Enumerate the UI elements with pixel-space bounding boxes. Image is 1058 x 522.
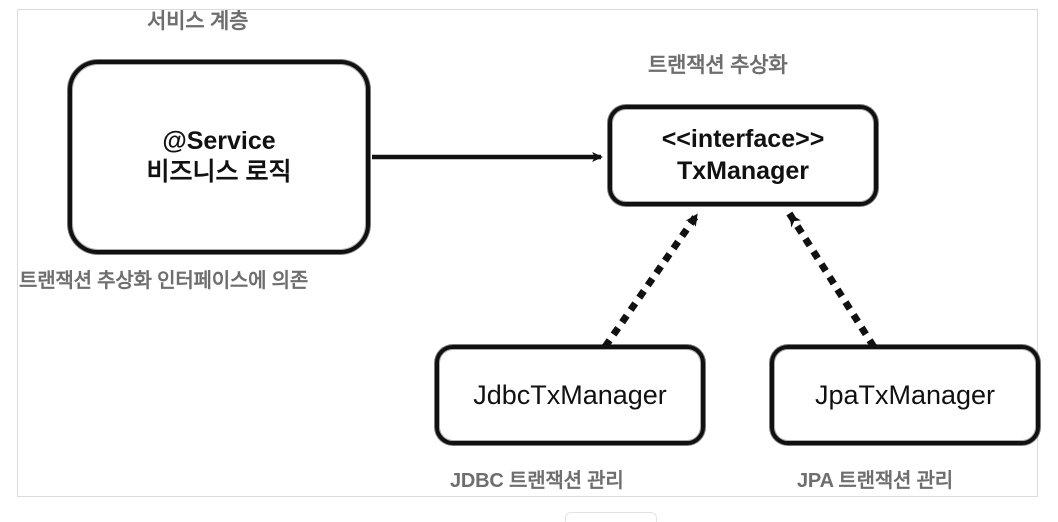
node-tx-manager: <<interface>> TxManager bbox=[608, 105, 878, 206]
node-jpa-tx-manager: JpaTxManager bbox=[770, 345, 1040, 445]
caption-transaction-abstraction: 트랜잭션 추상화 bbox=[648, 54, 788, 77]
node-service: @Service 비즈니스 로직 bbox=[68, 60, 370, 254]
clipped-shape-below-frame bbox=[565, 512, 657, 522]
caption-jdbc-transaction-management: JDBC 트랜잭션 관리 bbox=[450, 470, 624, 492]
node-service-description: 비즈니스 로직 bbox=[146, 158, 292, 186]
caption-service-layer: 서비스 계층 bbox=[147, 10, 249, 33]
node-jpa-tx-manager-name: JpaTxManager bbox=[814, 379, 996, 410]
node-jdbc-tx-manager-name: JdbcTxManager bbox=[473, 379, 667, 410]
caption-jpa-transaction-management: JPA 트랜잭션 관리 bbox=[797, 470, 953, 492]
node-tx-manager-name: TxManager bbox=[677, 156, 809, 185]
caption-depends-on-interface: 트랜잭션 추상화 인터페이스에 의존 bbox=[19, 270, 309, 292]
node-service-annotation: @Service bbox=[162, 126, 276, 155]
node-jdbc-tx-manager: JdbcTxManager bbox=[435, 345, 705, 445]
node-tx-manager-stereotype: <<interface>> bbox=[661, 125, 825, 153]
